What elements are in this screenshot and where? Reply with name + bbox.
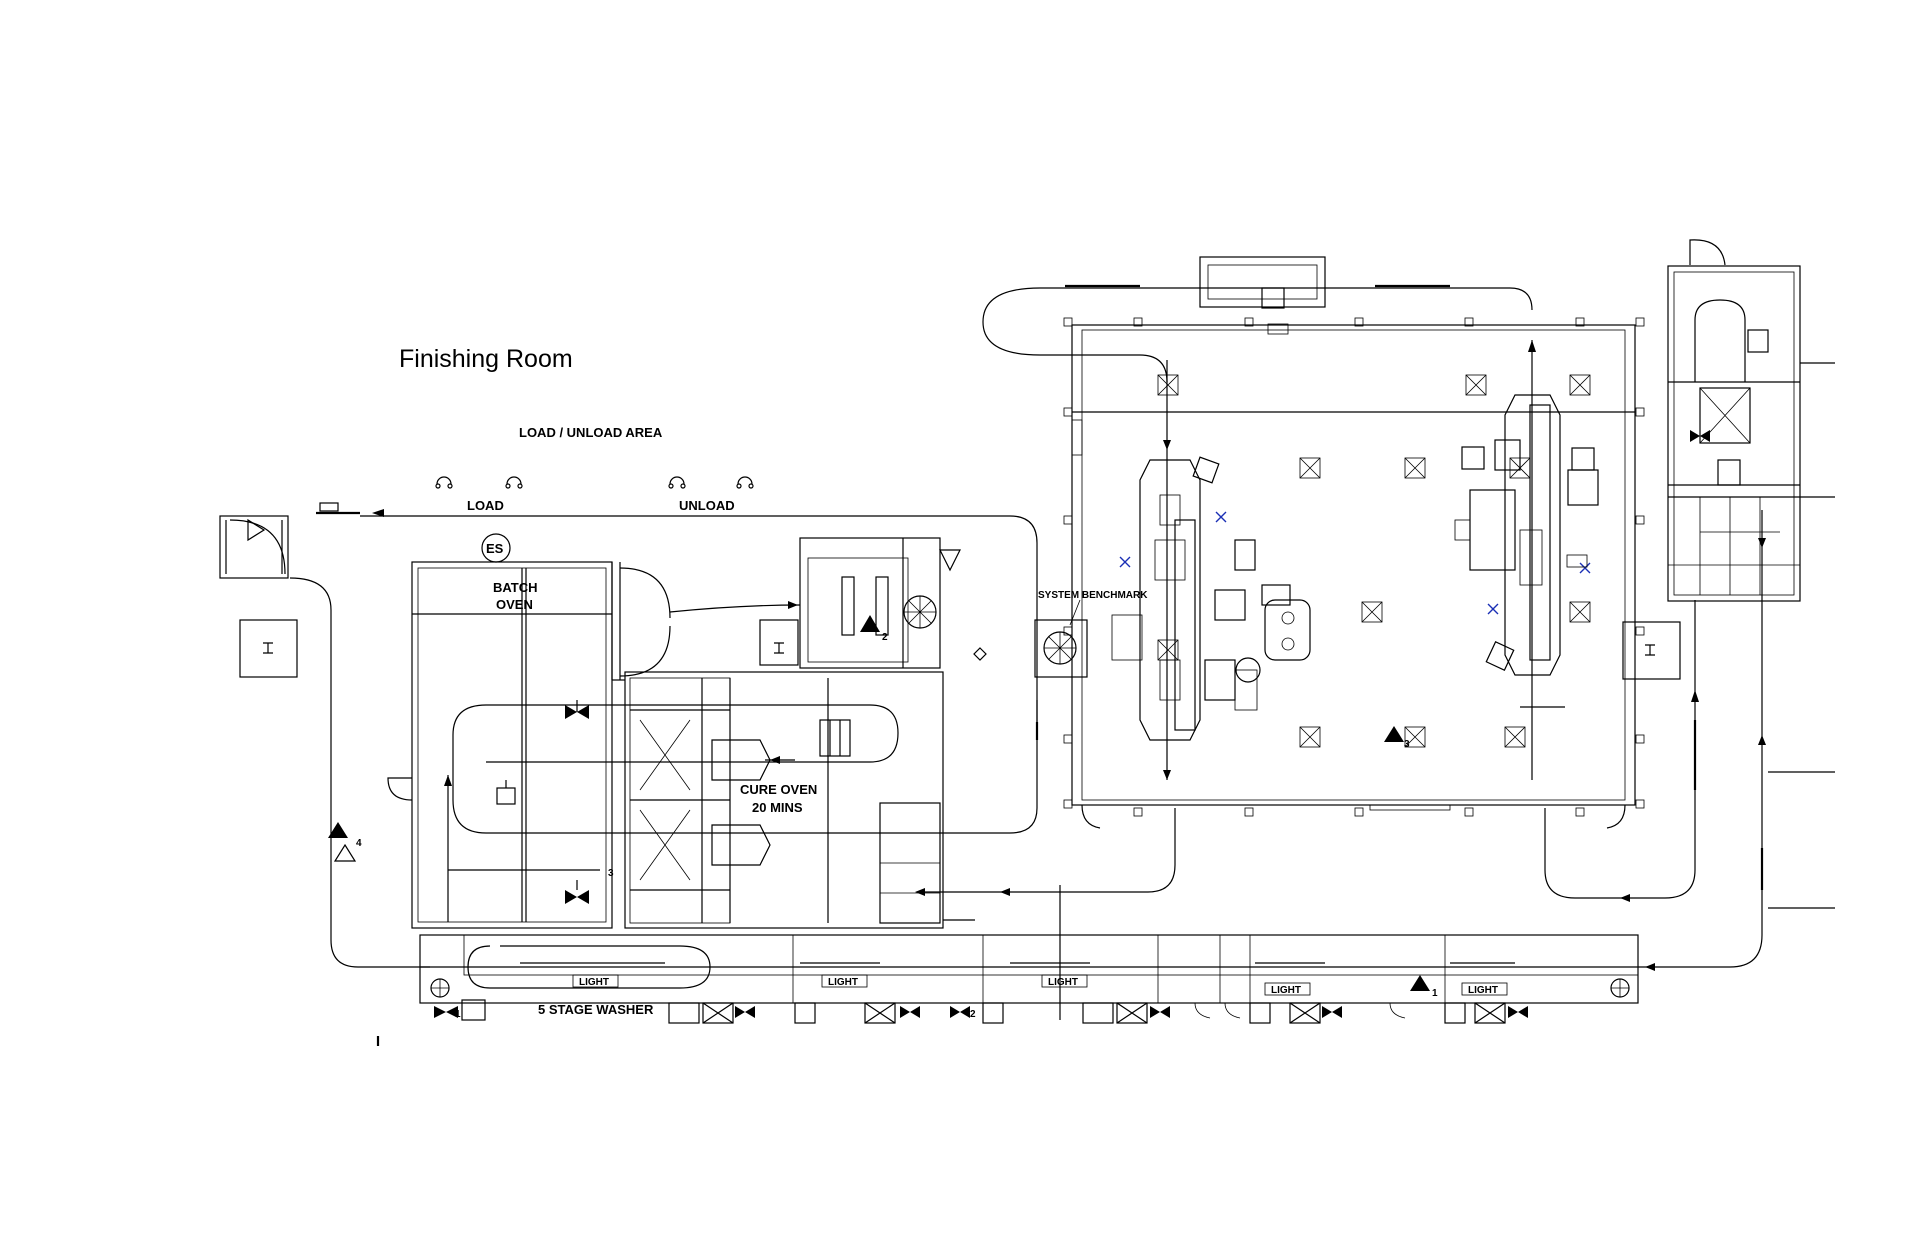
right-conveyor-path [1638, 510, 1835, 971]
unload-label: UNLOAD [679, 498, 735, 513]
fan-icon [430, 978, 450, 998]
left-conveyor-path [289, 502, 1038, 968]
valve-icon [1322, 1006, 1342, 1018]
marker-3b-label: 3 [1404, 739, 1410, 750]
robot-station-right [1454, 394, 1599, 676]
valve-icon [1508, 1006, 1528, 1018]
blue-x-marks [1119, 511, 1591, 615]
column-icon [239, 619, 298, 678]
batch-oven-label-line2: OVEN [496, 597, 533, 612]
door-swing [1389, 1002, 1406, 1019]
top-air-unit [1199, 256, 1326, 335]
operator-icon [505, 476, 523, 489]
marker-2b-label: 2 [970, 1009, 976, 1020]
cure-oven-label-line2: 20 MINS [752, 800, 803, 815]
triangle-marker-icon: 4 [328, 822, 362, 862]
five-stage-washer-label: 5 STAGE WASHER [538, 1002, 654, 1017]
operator-icon [668, 476, 686, 489]
valve-icon [565, 880, 589, 904]
batch-oven: ES BATCH OVEN [411, 533, 671, 929]
light-label: LIGHT [579, 977, 609, 988]
fan-icon [1610, 978, 1630, 998]
light-label: LIGHT [828, 977, 858, 988]
side-door [387, 777, 413, 801]
valve-icon [434, 1006, 458, 1018]
door-swing [1194, 1002, 1211, 1019]
door-swing [1224, 1002, 1241, 1019]
robot-station-left [1111, 456, 1311, 741]
cure-oven-label-line1: CURE OVEN [740, 782, 817, 797]
diamond-mark [973, 647, 987, 661]
batch-oven-label-line1: BATCH [493, 580, 538, 595]
system-benchmark: SYSTEM BENCHMARK [1034, 590, 1148, 678]
light-label: LIGHT [1271, 985, 1301, 996]
valve-icon [900, 1006, 920, 1018]
operator-icon [435, 476, 453, 489]
cure-oven: CURE OVEN 20 MINS [624, 671, 975, 929]
exhaust-grid [1157, 374, 1591, 748]
fan-icon [903, 595, 937, 629]
central-booth-room: 3 [1063, 317, 1645, 829]
valve-icon [1690, 430, 1710, 442]
load-label: LOAD [467, 498, 504, 513]
marker-2-label: 2 [882, 632, 888, 643]
main-conveyor-loop [915, 284, 1699, 1020]
column-icon [1622, 621, 1681, 680]
valve-icon [950, 1006, 970, 1018]
valve-icon [1150, 1006, 1170, 1018]
marker-3-label: 3 [608, 868, 614, 879]
light-label: LIGHT [1468, 985, 1498, 996]
marker-1-label: 1 [455, 1009, 461, 1020]
valve-icon [735, 1006, 755, 1018]
es-symbol [481, 533, 511, 563]
triangle-marker-icon [1384, 726, 1404, 742]
operator-icon [736, 476, 754, 489]
entry-door [219, 515, 289, 579]
mixing-room [1667, 239, 1835, 602]
es-label: ES [486, 541, 504, 556]
five-stage-washer: LIGHT LIGHT LIGHT LIGHT LIGHT 5 STAGE WA… [419, 934, 1639, 1024]
load-unload-area-label: LOAD / UNLOAD AREA [519, 425, 663, 440]
valve-icon [496, 780, 516, 805]
marker-4-label: 4 [356, 838, 362, 849]
marker-1b-label: 1 [1432, 988, 1438, 999]
light-label: LIGHT [1048, 977, 1078, 988]
system-benchmark-label: SYSTEM BENCHMARK [1038, 590, 1148, 601]
valve-icon [565, 700, 589, 719]
spray-booth: 2 [669, 537, 961, 669]
column-icon [759, 619, 799, 666]
drawing-title: Finishing Room [399, 345, 573, 373]
triangle-marker-icon [1410, 975, 1430, 991]
